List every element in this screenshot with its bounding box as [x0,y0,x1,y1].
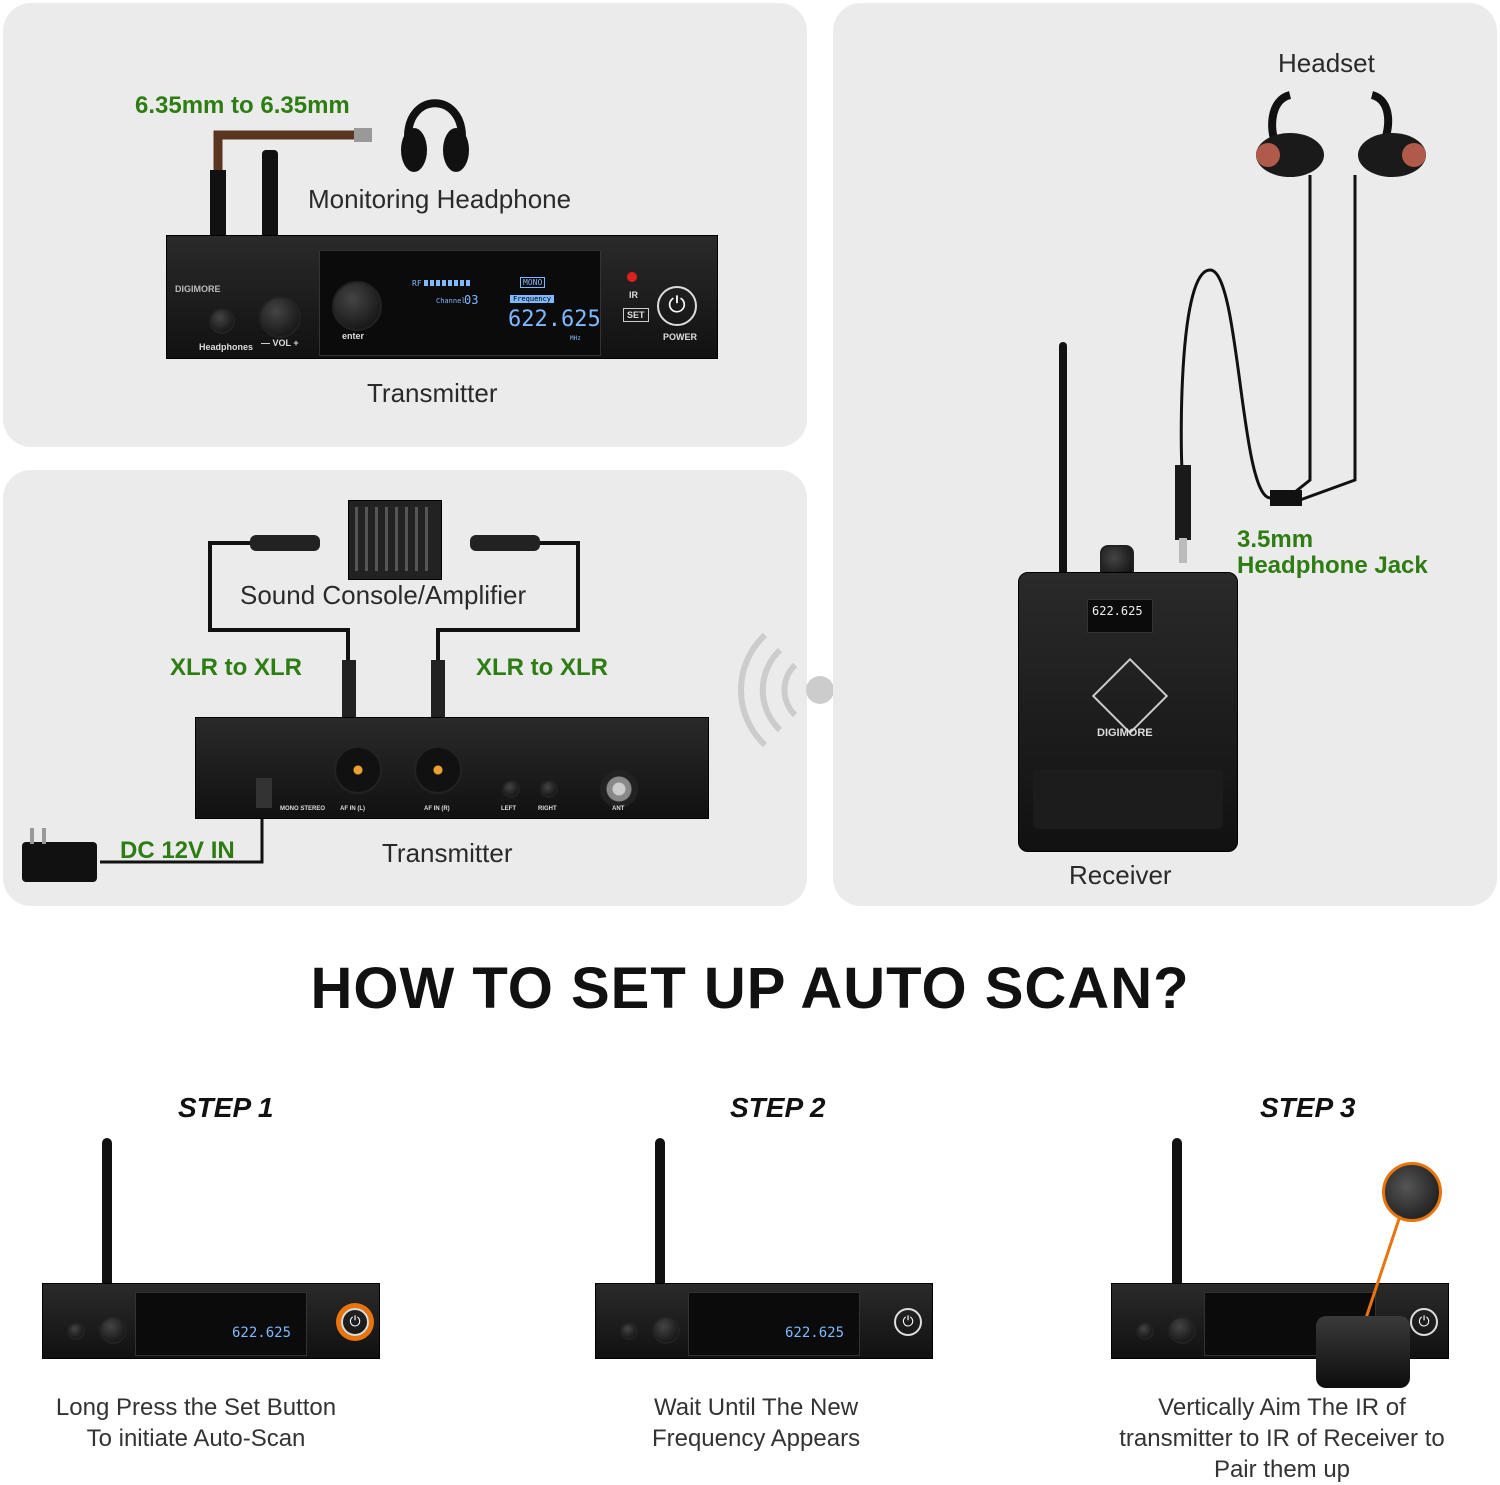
power-label: POWER [663,332,698,342]
receiver-freq: 622.625 [1092,604,1143,618]
rf-label: RF [412,279,422,288]
vol-label: — VOL + [261,338,299,348]
step-2-caption: Wait Until The New Frequency Appears [566,1392,946,1454]
step-3-power-button[interactable]: ⏻ [1410,1308,1438,1336]
step-2-display: 622.625 [688,1292,860,1356]
dc-label: DC 12V IN [120,837,235,864]
enter-label: enter [342,331,365,341]
step-2-headphone-jack [620,1322,638,1340]
power-button[interactable]: ⏻ [657,286,697,326]
ir-zoom-callout [1382,1162,1442,1222]
sound-console-image [348,500,442,580]
channel-value: 03 [464,293,479,307]
frequency-value: 622.625 [508,307,601,332]
step-1-volume-knob [99,1316,127,1344]
right-screw [540,780,558,798]
af-in-r-label: AF IN (R) [424,806,450,812]
channel-label: Channel [436,297,466,305]
xlr-right-label: XLR to XLR [476,654,608,681]
step-2-caption-line-2: Frequency Appears [651,1425,861,1452]
rf-meter [424,280,470,286]
headphone-label: Monitoring Headphone [308,184,572,214]
jack-label-line1: 3.5mm [1237,526,1314,553]
front-display-panel: enter RF MONO Channel 03 Frequency 622.6… [319,250,601,356]
step-1-power-button-highlighted[interactable]: ⏻ [341,1308,369,1336]
set-button[interactable]: SET [623,308,649,322]
step-1-transmitter: 622.625 ⏻ [42,1283,380,1359]
transmitter-label-2: Transmitter [382,838,513,868]
step-2-frequency: 622.625 [785,1325,845,1341]
receiver-label: Receiver [1069,860,1172,890]
step-1-title: STEP 1 [178,1092,274,1123]
step-1-frequency: 622.625 [232,1325,292,1341]
receiver-bodypack: 622.625 DIGIMORE [1018,572,1238,852]
receiver-antenna [1059,342,1067,582]
right-label: RIGHT [538,806,557,812]
step-2-transmitter: 622.625 ⏻ [595,1283,933,1359]
step-1-caption: Long Press the Set Button To initiate Au… [6,1392,386,1454]
left-screw [502,780,520,798]
step-2-title: STEP 2 [730,1092,826,1123]
cable-label: 6.35mm to 6.35mm [135,92,350,119]
volume-knob[interactable] [259,296,301,338]
xlr-left-label: XLR to XLR [170,654,302,681]
headset-label: Headset [1278,48,1375,78]
page-heading: HOW TO SET UP AUTO SCAN? [310,956,1190,1021]
step-1-caption-line-1: Long Press the Set Button [55,1394,337,1421]
step-1-headphone-jack [67,1322,85,1340]
receiver-belt-clip [1033,769,1223,829]
brand-logo: DIGIMORE [175,284,221,294]
step-1-antenna [102,1138,112,1288]
step-1-caption-line-2: To initiate Auto-Scan [86,1425,306,1452]
power-icon: ⏻ [1418,1313,1430,1329]
step-3-antenna [1172,1138,1182,1288]
step-3-receiver-aimed [1316,1316,1410,1388]
headphones-label: Headphones [199,342,254,352]
receiver-display: 622.625 [1087,599,1153,633]
power-icon: ⏻ [668,292,686,317]
transmitter-front: DIGIMORE Headphones — VOL + enter RF MON… [166,235,718,359]
step-2-caption-line-1: Wait Until The New [653,1394,859,1421]
headphone-icon [401,99,469,172]
power-icon: ⏻ [902,1313,914,1329]
power-icon: ⏻ [349,1313,361,1329]
ant-label: ANT [612,806,625,812]
transmitter-label-1: Transmitter [367,378,498,408]
enter-knob[interactable] [332,281,382,331]
headphone-jack [209,308,235,334]
xlr-input-right [414,746,462,794]
step-3-volume-knob [1168,1316,1196,1344]
ir-label: IR [629,290,638,300]
panel-transmitter-front [3,3,807,447]
step-3-caption-line-1: Vertically Aim The IR of [1158,1394,1406,1421]
step-2-antenna [655,1138,665,1288]
ir-indicator [627,272,637,282]
step-3-caption-line-2: transmitter to IR of Receiver to [1119,1425,1445,1452]
xlr-input-left [334,746,382,794]
transmitter-back: MONO STEREO AF IN (L) AF IN (R) LEFT RIG… [195,717,709,819]
frequency-label: Frequency [510,295,554,303]
console-label: Sound Console/Amplifier [240,580,527,610]
step-3-title: STEP 3 [1260,1092,1356,1123]
dc-input-jack [256,778,272,808]
step-2-volume-knob [652,1316,680,1344]
step-1-display: 622.625 [135,1292,307,1356]
left-label: LEFT [501,806,516,812]
step-3-caption-line-3: Pair them up [1213,1456,1351,1483]
receiver-brand: DIGIMORE [1097,727,1153,739]
jack-label-line2: Headphone Jack [1237,552,1428,579]
af-in-l-label: AF IN (L) [340,806,365,812]
step-3-headphone-jack [1136,1322,1154,1340]
step-2-power-button[interactable]: ⏻ [894,1308,922,1336]
mode-label: MONO [520,277,546,288]
unit-label: MHz [570,335,581,342]
antenna-connector [600,770,638,808]
step-3-caption: Vertically Aim The IR of transmitter to … [1092,1392,1472,1485]
mode-switch-label: MONO STEREO [280,806,326,812]
